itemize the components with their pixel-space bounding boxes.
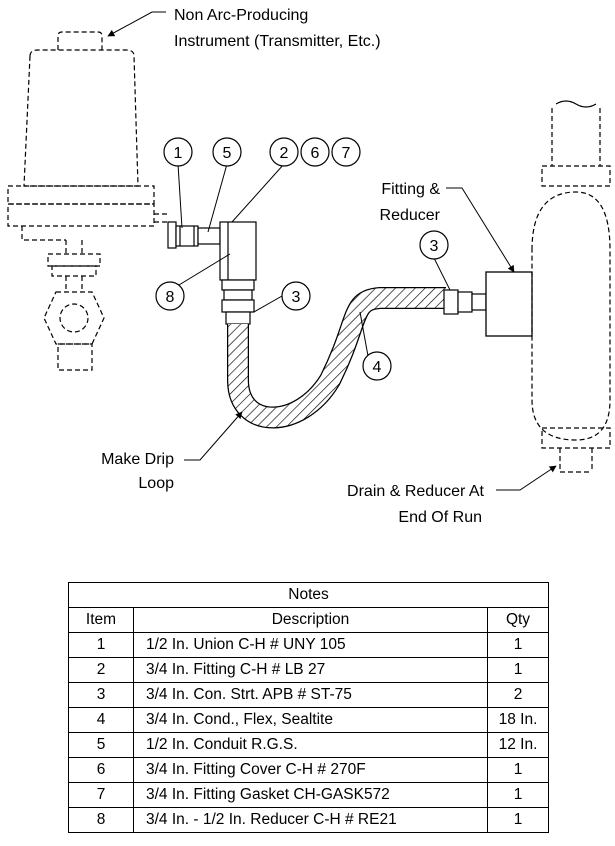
table-row: 4 3/4 In. Cond., Flex, Sealtite 18 In. [68, 707, 549, 733]
svg-text:8: 8 [166, 289, 175, 306]
table-row: 3 3/4 In. Con. Strt. APB # ST-75 2 [68, 682, 549, 708]
row-description: 3/4 In. - 1/2 In. Reducer C-H # RE21 [133, 807, 488, 833]
callout-2: 2 [269, 137, 299, 167]
instrument-label-line2: Instrument (Transmitter, Etc.) [174, 33, 381, 50]
header-item: Item [68, 607, 134, 633]
row-item: 4 [68, 707, 134, 733]
row-item: 1 [68, 632, 134, 658]
notes-title-row: Notes [68, 582, 549, 608]
row-item: 2 [68, 657, 134, 683]
table-row: 2 3/4 In. Fitting C-H # LB 27 1 [68, 657, 549, 683]
row-qty: 18 In. [487, 707, 549, 733]
drip-loop-label-line1: Make Drip [101, 451, 174, 468]
row-description: 3/4 In. Fitting Gasket CH-GASK572 [133, 782, 488, 808]
fitting-reducer-box [485, 271, 533, 337]
svg-text:1: 1 [174, 145, 183, 162]
instrument-outline [7, 31, 170, 371]
row-item: 8 [68, 807, 134, 833]
union-fitting [167, 221, 199, 249]
callout-6: 6 [300, 137, 330, 167]
row-item: 7 [68, 782, 134, 808]
svg-text:2: 2 [280, 145, 289, 162]
row-description: 3/4 In. Cond., Flex, Sealtite [133, 707, 488, 733]
header-description: Description [133, 607, 488, 633]
table-row: 7 3/4 In. Fitting Gasket CH-GASK572 1 [68, 782, 549, 808]
table-row: 5 1/2 In. Conduit R.G.S. 12 In. [68, 732, 549, 758]
callout-3-right: 3 [419, 230, 449, 260]
strain-relief-lower [221, 289, 255, 325]
callout-5: 5 [212, 137, 242, 167]
table-row: 1 1/2 In. Union C-H # UNY 105 1 [68, 632, 549, 658]
drain-label-line2: End Of Run [398, 509, 482, 526]
row-qty: 1 [487, 657, 549, 683]
instrument-label-line1: Non Arc-Producing [174, 7, 308, 24]
drain-label-line1: Drain & Reducer At [347, 483, 485, 500]
table-row: 8 3/4 In. - 1/2 In. Reducer C-H # RE21 1 [68, 807, 549, 833]
callout-3-lower: 3 [281, 281, 311, 311]
callout-8: 8 [155, 281, 185, 311]
svg-text:5: 5 [223, 145, 232, 162]
drip-loop-label-line2: Loop [138, 475, 174, 492]
callout-1: 1 [163, 137, 193, 167]
svg-text:7: 7 [342, 145, 351, 162]
notes-header-row: Item Description Qty [68, 607, 549, 633]
row-qty: 1 [487, 632, 549, 658]
svg-text:4: 4 [373, 359, 382, 376]
row-qty: 2 [487, 682, 549, 708]
row-qty: 12 In. [487, 732, 549, 758]
row-description: 3/4 In. Fitting C-H # LB 27 [133, 657, 488, 683]
row-item: 3 [68, 682, 134, 708]
row-qty: 1 [487, 757, 549, 783]
process-vessel [531, 100, 611, 473]
conduit-stub [197, 227, 221, 245]
callout-4: 4 [362, 351, 392, 381]
fitting-label-line2: Reducer [380, 207, 441, 224]
table-row: 6 3/4 In. Fitting Cover C-H # 270F 1 [68, 757, 549, 783]
leader-lines [107, 11, 557, 491]
row-item: 5 [68, 732, 134, 758]
lb-fitting [219, 221, 257, 291]
row-description: 3/4 In. Fitting Cover C-H # 270F [133, 757, 488, 783]
row-qty: 1 [487, 807, 549, 833]
svg-text:3: 3 [430, 238, 439, 255]
callout-7: 7 [331, 137, 361, 167]
installation-diagram: 1 5 2 6 7 8 3 3 4 Non Arc-Producing Inst… [7, 7, 611, 526]
row-description: 1/2 In. Conduit R.G.S. [133, 732, 488, 758]
header-qty: Qty [487, 607, 549, 633]
row-description: 1/2 In. Union C-H # UNY 105 [133, 632, 488, 658]
row-qty: 1 [487, 782, 549, 808]
notes-title: Notes [68, 582, 549, 608]
row-description: 3/4 In. Con. Strt. APB # ST-75 [133, 682, 488, 708]
row-item: 6 [68, 757, 134, 783]
fitting-label-line1: Fitting & [381, 181, 440, 198]
strain-relief-right [443, 289, 487, 315]
svg-text:3: 3 [292, 289, 301, 306]
notes-table: Notes Item Description Qty 1 1/2 In. Uni… [68, 582, 549, 833]
svg-text:6: 6 [311, 145, 320, 162]
